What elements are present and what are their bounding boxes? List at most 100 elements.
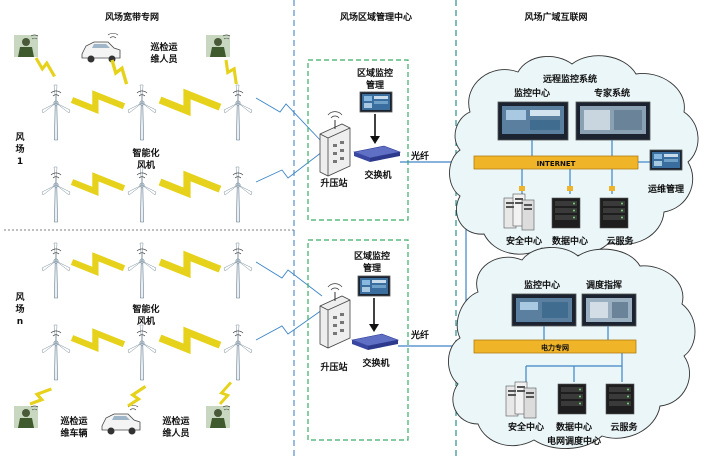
cloud-service-rack-icon (605, 383, 635, 415)
regional-center-n: 区域监控 管理 升压站 交换机 光纤 (307, 239, 429, 441)
booster-label: 升压站 (320, 361, 347, 373)
patrol-vehicle-label-2: 维车辆 (60, 427, 87, 439)
farm-n-label-1: 风 (15, 292, 24, 303)
wind-turbine-icon (223, 242, 253, 299)
patrol-vehicle-icon (101, 404, 141, 435)
regional-center-1: 区域监控 管理 升压站 交换机 光纤 (307, 59, 429, 221)
wireless-link-icon (26, 383, 55, 410)
turbine-label-2: 风机 (137, 159, 155, 171)
wind-turbine-icon (223, 84, 253, 141)
booster-label: 升压站 (320, 177, 347, 189)
power-network-bus (473, 339, 637, 354)
grid-dispatch-caption: 电网调度中心 (547, 435, 601, 447)
wireless-link-icon (72, 95, 124, 110)
farm-1-label-3: 1 (17, 157, 23, 167)
cloud-service-label: 云服务 (610, 421, 638, 433)
header-wide-area: 风场广域互联网 (524, 11, 587, 23)
wireless-link-icon (72, 333, 124, 348)
wind-turbine-icon (223, 166, 253, 223)
wind-turbine-icon (41, 242, 71, 299)
link-line (255, 97, 323, 143)
wind-turbine-icon (223, 324, 253, 381)
fiber-label: 光纤 (410, 329, 429, 341)
farm-n-label-3: n (17, 317, 23, 327)
expert-system-label: 专家系统 (594, 87, 630, 99)
region-monitor-label-1: 区域监控 (354, 250, 390, 262)
monitor-center-label: 监控中心 (524, 279, 560, 291)
farm-1: 风 场 1 巡检运 维人员 智能化 风机 (13, 32, 323, 223)
cloud-grid-dispatch: 监控中心 调度指挥 电力专网 安全中心 数据中心 云服务 电网调度中心 (448, 247, 696, 449)
data-center-label: 数据中心 (552, 235, 588, 247)
ops-mgmt-label: 运维管理 (648, 183, 684, 195)
wind-turbine-icon (41, 324, 71, 381)
wind-turbine-icon (41, 84, 71, 141)
patrol-person-icon (205, 34, 231, 58)
switch-label: 交换机 (362, 357, 389, 369)
data-center-rack-icon (557, 383, 587, 415)
wireless-link-icon (216, 379, 234, 407)
wind-turbine-icon (127, 242, 157, 299)
cloud-remote-monitoring: 远程监控系统 监控中心 专家系统 INTERNET 运维管理 安全中心 数据中心… (449, 55, 699, 257)
region-monitor-label-2: 管理 (366, 79, 384, 91)
wind-turbine-icon (127, 166, 157, 223)
wireless-link-icon (72, 177, 124, 192)
turbine-label-1: 智能化 (132, 303, 159, 315)
monitor-center-label: 监控中心 (514, 87, 550, 99)
fiber-label: 光纤 (410, 150, 429, 162)
power-network-bus-label: 电力专网 (541, 343, 569, 352)
farm-1-label-1: 风 (15, 132, 24, 143)
patrol-staff-label-2: 维人员 (162, 427, 189, 439)
switch-icon (351, 333, 399, 351)
region-monitor-label-1: 区域监控 (357, 67, 393, 79)
patrol-staff-label-1: 巡检运 (150, 41, 178, 53)
patrol-staff-label-2: 维人员 (150, 53, 177, 65)
wireless-link-icon (160, 94, 220, 111)
header-regional-center: 风场区域管理中心 (340, 11, 412, 23)
farm-1-label-2: 场 (15, 143, 24, 155)
wind-turbine-icon (127, 84, 157, 141)
region-monitor-icon (357, 275, 391, 297)
patrol-staff-label-1: 巡检运 (162, 415, 190, 427)
wireless-link-icon (31, 54, 60, 80)
wind-turbine-icon (127, 324, 157, 381)
booster-station-icon (319, 283, 351, 349)
wireless-link-icon (160, 256, 220, 273)
wireless-link-icon (160, 176, 220, 193)
patrol-person-icon (205, 405, 231, 429)
wind-turbine-icon (41, 166, 71, 223)
arrow-head-icon (370, 136, 380, 144)
patrol-vehicle-icon (81, 32, 121, 63)
switch-icon (353, 145, 401, 163)
cloud-title: 远程监控系统 (543, 73, 597, 85)
data-center-rack-icon (551, 197, 581, 229)
arrow-head-icon (369, 324, 379, 332)
ops-screen-icon (649, 149, 683, 171)
security-label: 安全中心 (508, 421, 544, 433)
wireless-link-icon (124, 381, 149, 411)
cloud-service-label: 云服务 (606, 235, 634, 247)
data-center-label: 数据中心 (556, 421, 592, 433)
cloud-service-rack-icon (599, 197, 629, 229)
wireless-link-icon (220, 57, 243, 87)
switch-label: 交换机 (364, 169, 391, 181)
header-farm-network: 风场宽带专网 (105, 11, 159, 23)
turbine-label-1: 智能化 (132, 147, 159, 159)
regional-box (307, 239, 409, 441)
security-label: 安全中心 (506, 235, 542, 247)
internet-bus-label: INTERNET (537, 160, 576, 168)
region-monitor-icon (359, 91, 393, 113)
patrol-person-icon (13, 405, 39, 429)
link-line (255, 261, 323, 297)
link-line (255, 151, 323, 183)
wireless-link-icon (106, 56, 134, 87)
regional-box (307, 59, 409, 221)
farm-n: 风 场 n 智能化 风机 巡检运 维车辆 巡检运 维人员 (13, 242, 323, 439)
link-line (255, 309, 323, 341)
wireless-link-icon (160, 332, 220, 349)
dispatch-label: 调度指挥 (586, 279, 622, 291)
turbine-label-2: 风机 (137, 315, 155, 327)
patrol-vehicle-label-1: 巡检运 (60, 415, 88, 427)
farm-n-label-2: 场 (15, 303, 24, 315)
wireless-link-icon (72, 257, 124, 272)
